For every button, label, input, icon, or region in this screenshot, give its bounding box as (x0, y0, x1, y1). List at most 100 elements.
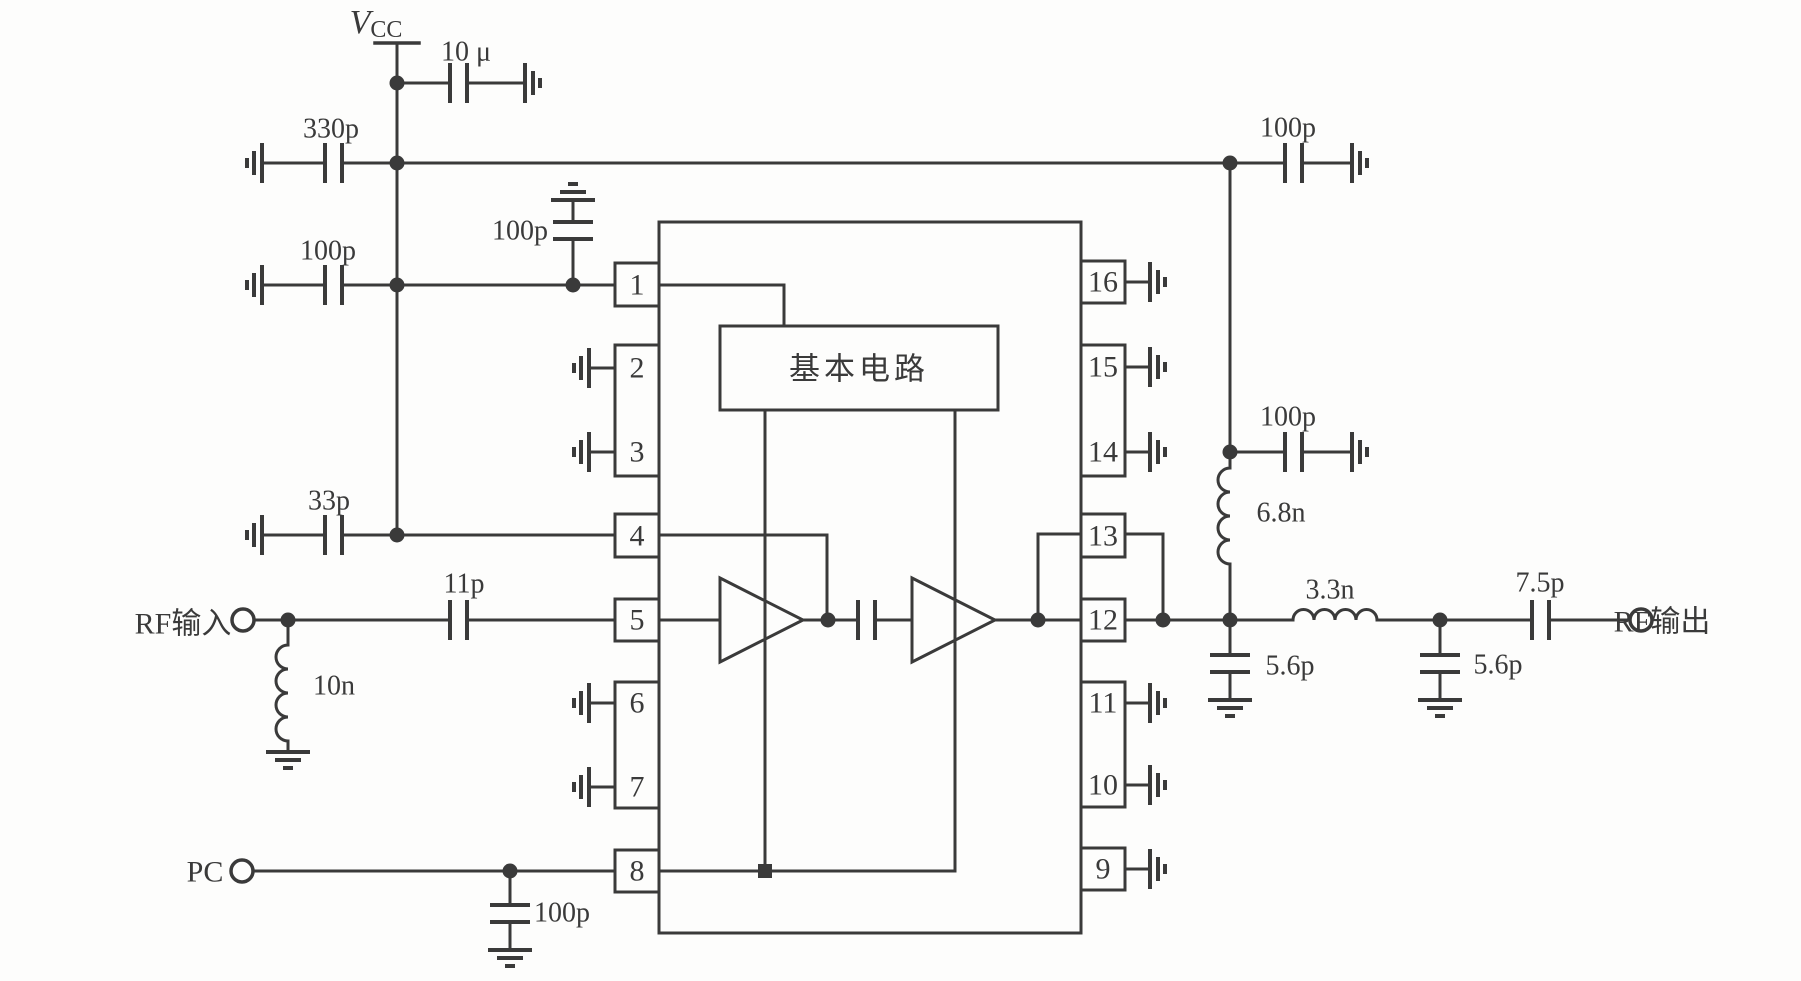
ground-icon (245, 263, 264, 307)
pin-number-13: 13 (1088, 520, 1118, 553)
ground-icon (245, 141, 264, 185)
pin-number-7: 7 (630, 771, 645, 804)
capacitor-330p-symbol (323, 141, 344, 185)
pc-input-chain: PC 100p (187, 856, 617, 968)
capacitor-33p-symbol (323, 513, 344, 557)
ground-icon (523, 61, 542, 105)
amp2-triangle-icon (910, 575, 999, 665)
pin-box-6-7 (613, 680, 661, 810)
wire-pin4-loop (657, 533, 829, 622)
ground-icon (572, 765, 591, 809)
junction-dot (1155, 612, 1171, 628)
junction-dot (820, 612, 836, 628)
pin-box-4 (613, 512, 661, 559)
capacitor-100p-pin1: 100p (492, 182, 597, 293)
junction-dot (565, 277, 581, 293)
junction-dot (389, 75, 405, 91)
junction-square (758, 864, 772, 878)
pin-box-8 (613, 848, 661, 894)
capacitor-100p-pin1-value: 100p (492, 216, 548, 247)
pin-number-4: 4 (630, 520, 645, 553)
capacitor-10u: 10 μ (389, 37, 542, 105)
pin-box-9 (1079, 846, 1127, 892)
capacitor-330p: 330p (245, 114, 1287, 185)
pc-terminal (229, 858, 255, 884)
amp1-triangle-icon (718, 575, 807, 665)
core-block (718, 324, 1000, 412)
capacitor-100p-left-value: 100p (300, 236, 356, 267)
ic-right-pins: 16 15 14 13 12 11 10 9 (1079, 259, 1167, 892)
capacitor-100p-topright-value: 100p (1260, 113, 1316, 144)
rf-output-label: RF输出 (1614, 606, 1711, 639)
wire-pin1-to-core (657, 283, 786, 328)
pc-label: PC (187, 856, 224, 889)
pin-box-15-14 (1079, 343, 1127, 478)
ground-icon (264, 750, 312, 770)
inductor-6n8-symbol (1216, 450, 1232, 622)
junction-dot (389, 527, 405, 543)
output-network: 3.3n 5.6p 5.6p 7.5p RF输出 (1123, 568, 1711, 718)
inductor-6n8-value: 6.8n (1257, 498, 1306, 529)
wire-pin13-left-loop (1036, 532, 1083, 622)
junction-dot (389, 155, 405, 171)
capacitor-5p6-out-value: 5.6p (1474, 650, 1523, 681)
inductor-3n3-value: 3.3n (1306, 575, 1355, 606)
pin-number-11: 11 (1089, 687, 1118, 720)
rf-input-label: RF输入 (135, 608, 232, 641)
ground-icon (245, 513, 264, 557)
ground-icon (1350, 430, 1369, 474)
capacitor-33p: 33p (245, 486, 617, 557)
capacitor-7p5-symbol (1530, 598, 1551, 642)
capacitor-100p-topright-symbol (1283, 141, 1304, 185)
core-block-label: 基本电路 (789, 352, 929, 387)
pin-box-11-10 (1079, 680, 1127, 809)
vcc-label-sub: CC (370, 17, 402, 43)
pin-number-3: 3 (630, 436, 645, 469)
pin-ground-stubs-left (587, 366, 617, 789)
ground-icon (1148, 345, 1167, 389)
ground-icon (549, 182, 597, 202)
pin-number-5: 5 (630, 604, 645, 637)
capacitor-10u-symbol (448, 61, 469, 105)
ic-body: 基本电路 (657, 220, 1083, 935)
pin-number-2: 2 (630, 352, 645, 385)
pin-box-2-3 (613, 343, 661, 478)
pin-number-15: 15 (1088, 351, 1118, 384)
rf-input-chain: RF输入 11p 10n (135, 569, 617, 770)
capacitor-100p-right-symbol (1283, 430, 1304, 474)
capacitor-5p6-mid-value: 5.6p (1266, 651, 1315, 682)
rf-input-terminal (230, 607, 256, 633)
capacitor-100p-pc-symbol (488, 903, 532, 924)
ground-icon (572, 681, 591, 725)
capacitor-100p-pc-value: 100p (534, 898, 590, 929)
capacitor-100p-pin1-symbol (551, 220, 595, 241)
pin-number-10: 10 (1088, 769, 1118, 802)
capacitor-33p-value: 33p (308, 486, 350, 517)
capacitor-100p-left-symbol (323, 263, 344, 307)
capacitor-11p-value: 11p (444, 569, 485, 600)
capacitor-7p5-value: 7.5p (1516, 568, 1565, 599)
ground-icon (1206, 698, 1254, 718)
ic-outline (657, 220, 1083, 935)
pin-number-1: 1 (630, 269, 645, 302)
inductor-10n-symbol (274, 618, 290, 754)
pin-box-1 (613, 261, 661, 308)
junction-dot (389, 277, 405, 293)
pin-number-9: 9 (1096, 853, 1111, 886)
ground-icon (572, 346, 591, 390)
pin-number-12: 12 (1088, 604, 1118, 637)
ground-icon (1350, 141, 1369, 185)
capacitor-100p-left: 100p (245, 236, 617, 307)
ground-icon (1148, 847, 1167, 891)
capacitor-5p6-out-symbol (1418, 653, 1462, 674)
ground-icon (1148, 260, 1167, 304)
rf-output-terminal (1628, 607, 1654, 633)
pin-box-5 (613, 597, 661, 643)
ground-icon (1148, 681, 1167, 725)
vcc-label: VCC (350, 4, 403, 44)
ground-icon (1148, 430, 1167, 474)
pin-ground-stubs-right (1123, 280, 1152, 871)
capacitor-5p6-mid-symbol (1208, 653, 1252, 674)
